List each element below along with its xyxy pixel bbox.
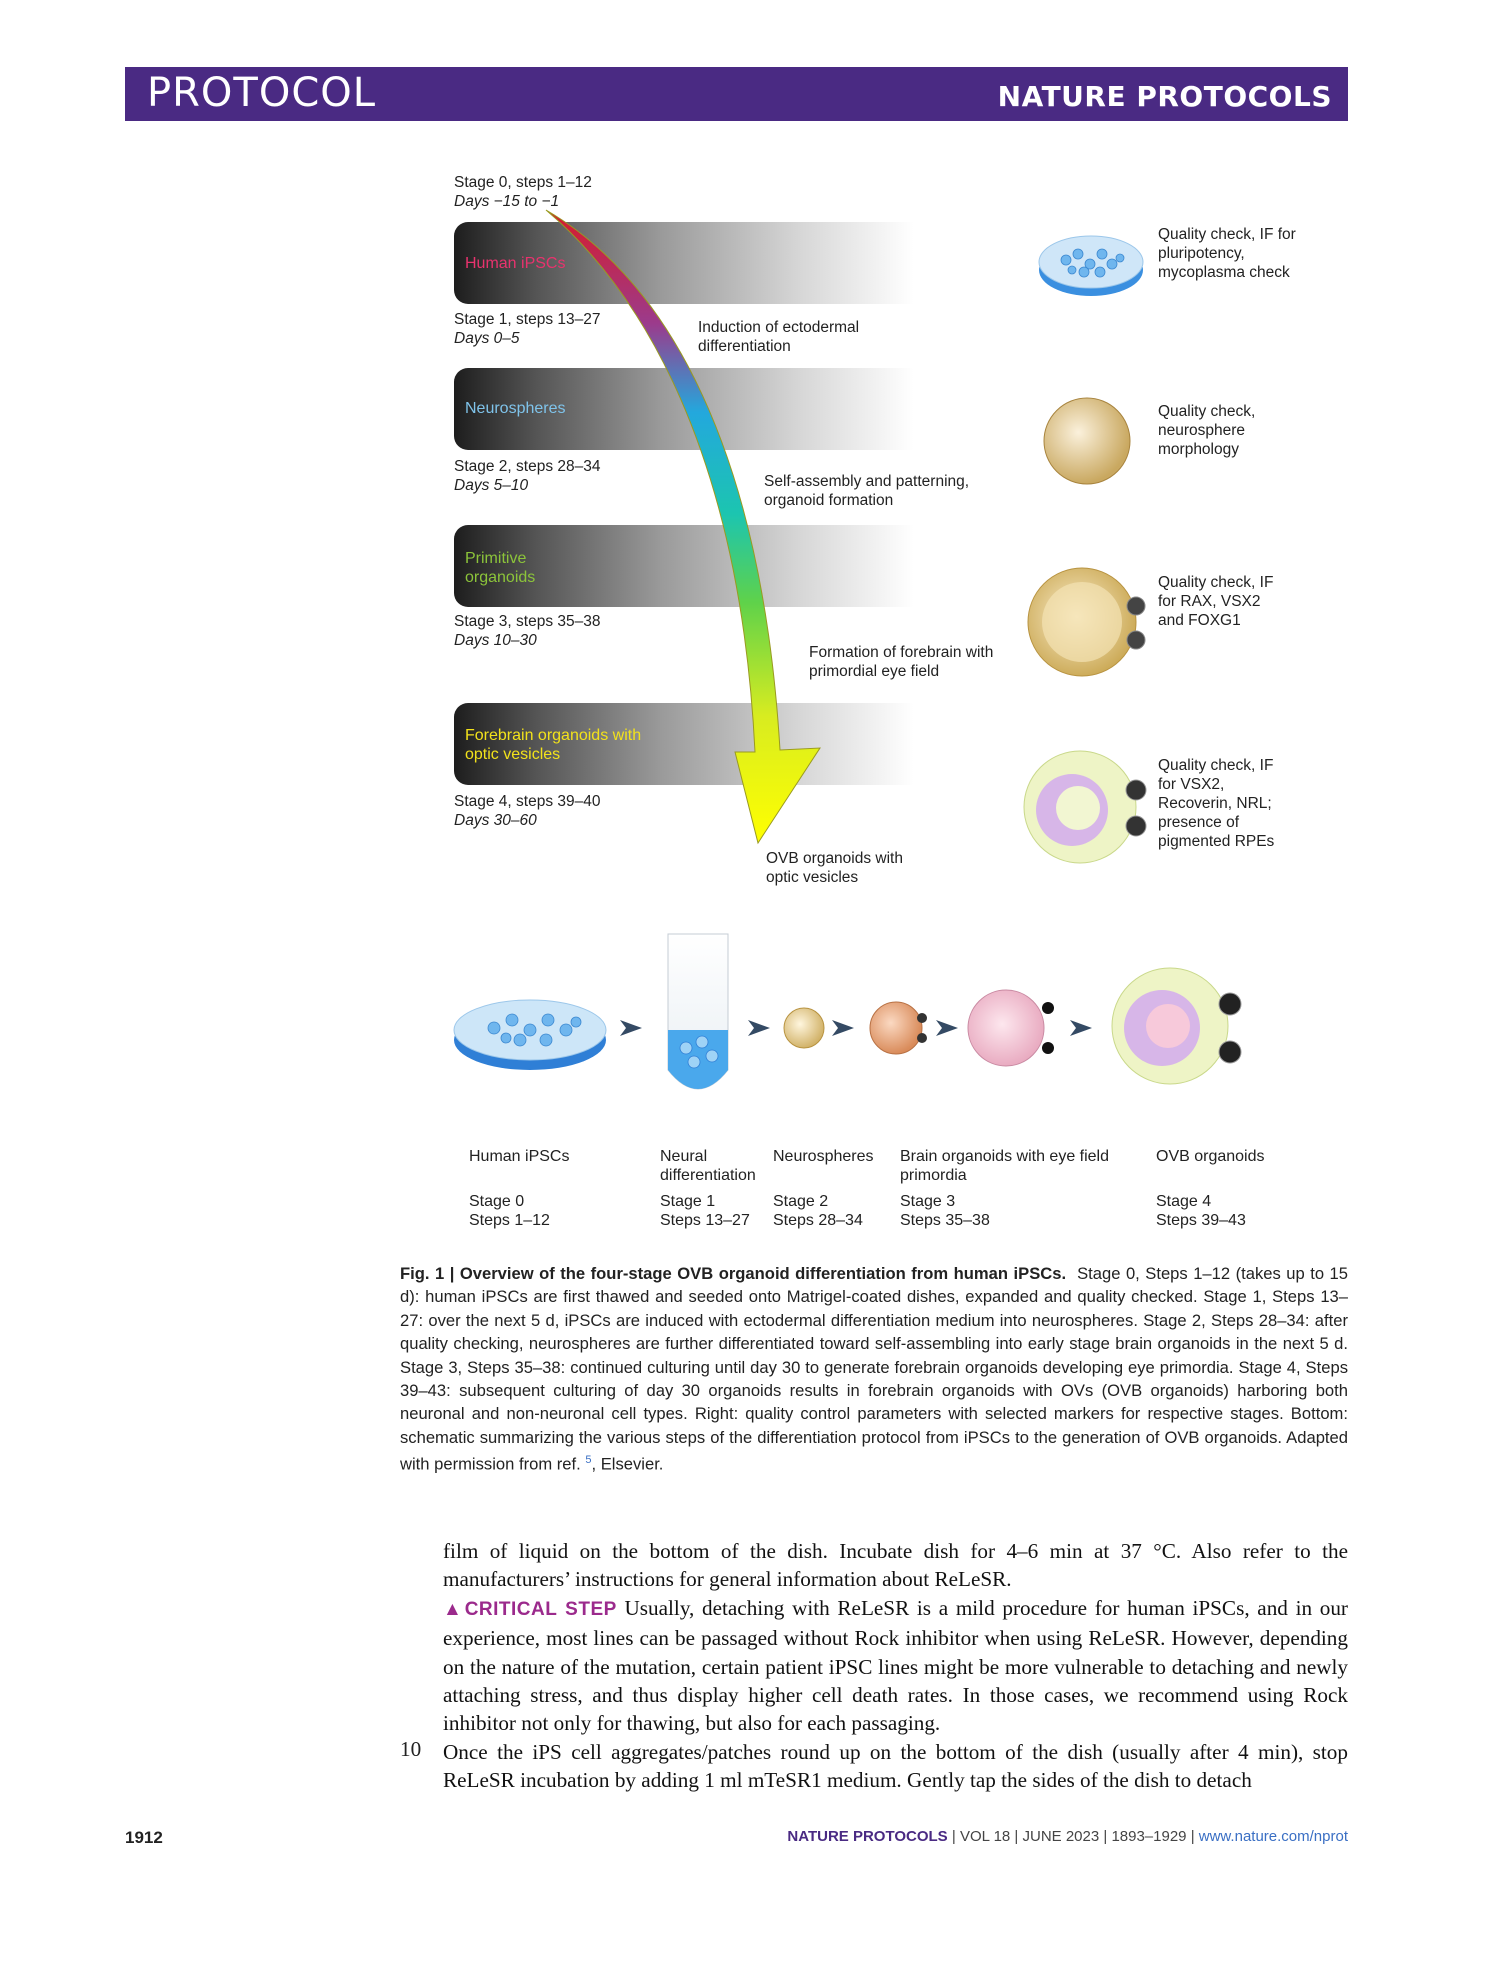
journal-name: NATURE PROTOCOLS xyxy=(997,80,1332,113)
neurosphere-icon xyxy=(1043,397,1131,485)
qc-stage-0: Quality check, IF for pluripotency, myco… xyxy=(1158,226,1296,281)
paragraph-1: film of liquid on the bottom of the dish… xyxy=(443,1539,1348,1592)
band-stage-2 xyxy=(454,525,914,607)
band-label-1: Neurospheres xyxy=(465,400,566,417)
qc-stage-2: Quality check, IF for RAX, VSX2 and FOXG… xyxy=(1158,574,1274,629)
qc-stage-1: Quality check, neurosphere morphology xyxy=(1158,403,1256,458)
step-10: Once the iPS cell aggregates/patches rou… xyxy=(443,1739,1348,1793)
band-label-0: Human iPSCs xyxy=(465,255,566,272)
band-label-2: Primitive organoids xyxy=(465,550,536,586)
section-label: PROTOCOL xyxy=(147,70,377,116)
band-stage-3 xyxy=(454,703,914,785)
critical-step-label: ▲CRITICAL STEP xyxy=(443,1598,617,1620)
step-number: 10 xyxy=(400,1737,422,1761)
petri-dish-icon xyxy=(1038,235,1144,296)
journal-link[interactable]: www.nature.com/nprot xyxy=(1198,1828,1348,1845)
critical-step: ▲CRITICAL STEP Usually, detaching with R… xyxy=(443,1595,1348,1736)
page-number: 1912 xyxy=(125,1828,163,1847)
page-header: PROTOCOL NATURE PROTOCOLS xyxy=(125,67,1348,121)
band-stage-0 xyxy=(454,222,914,304)
band-label-3: Forebrain organoids with optic vesicles xyxy=(465,727,642,763)
bottom-label-3: Brain organoids with eye field primordia… xyxy=(900,1148,1110,1229)
arrow-note-3: Formation of forebrain with primordial e… xyxy=(809,644,994,680)
figure-1: Human iPSCs Neurospheres Primitive organ… xyxy=(453,174,1296,1229)
body-text: film of liquid on the bottom of the dish… xyxy=(443,1537,1348,1795)
arrow-note-4: OVB organoids with optic vesicles xyxy=(766,850,903,886)
primitive-organoid-icon xyxy=(1027,567,1146,677)
progression-arrow xyxy=(545,209,821,845)
bottom-schematic xyxy=(453,933,1242,1090)
qc-stage-3: Quality check, IF for VSX2, Recoverin, N… xyxy=(1158,757,1275,850)
arrow-note-1: Induction of ectodermal differentiation xyxy=(698,319,860,355)
page-footer: NATURE PROTOCOLS | VOL 18 | JUNE 2023 | … xyxy=(787,1828,1348,1845)
ovb-organoid-icon xyxy=(1023,750,1147,864)
figure-caption: Fig. 1 | Overview of the four-stage OVB … xyxy=(400,1264,1349,1474)
arrow-note-2: Self-assembly and patterning, organoid f… xyxy=(764,473,970,509)
